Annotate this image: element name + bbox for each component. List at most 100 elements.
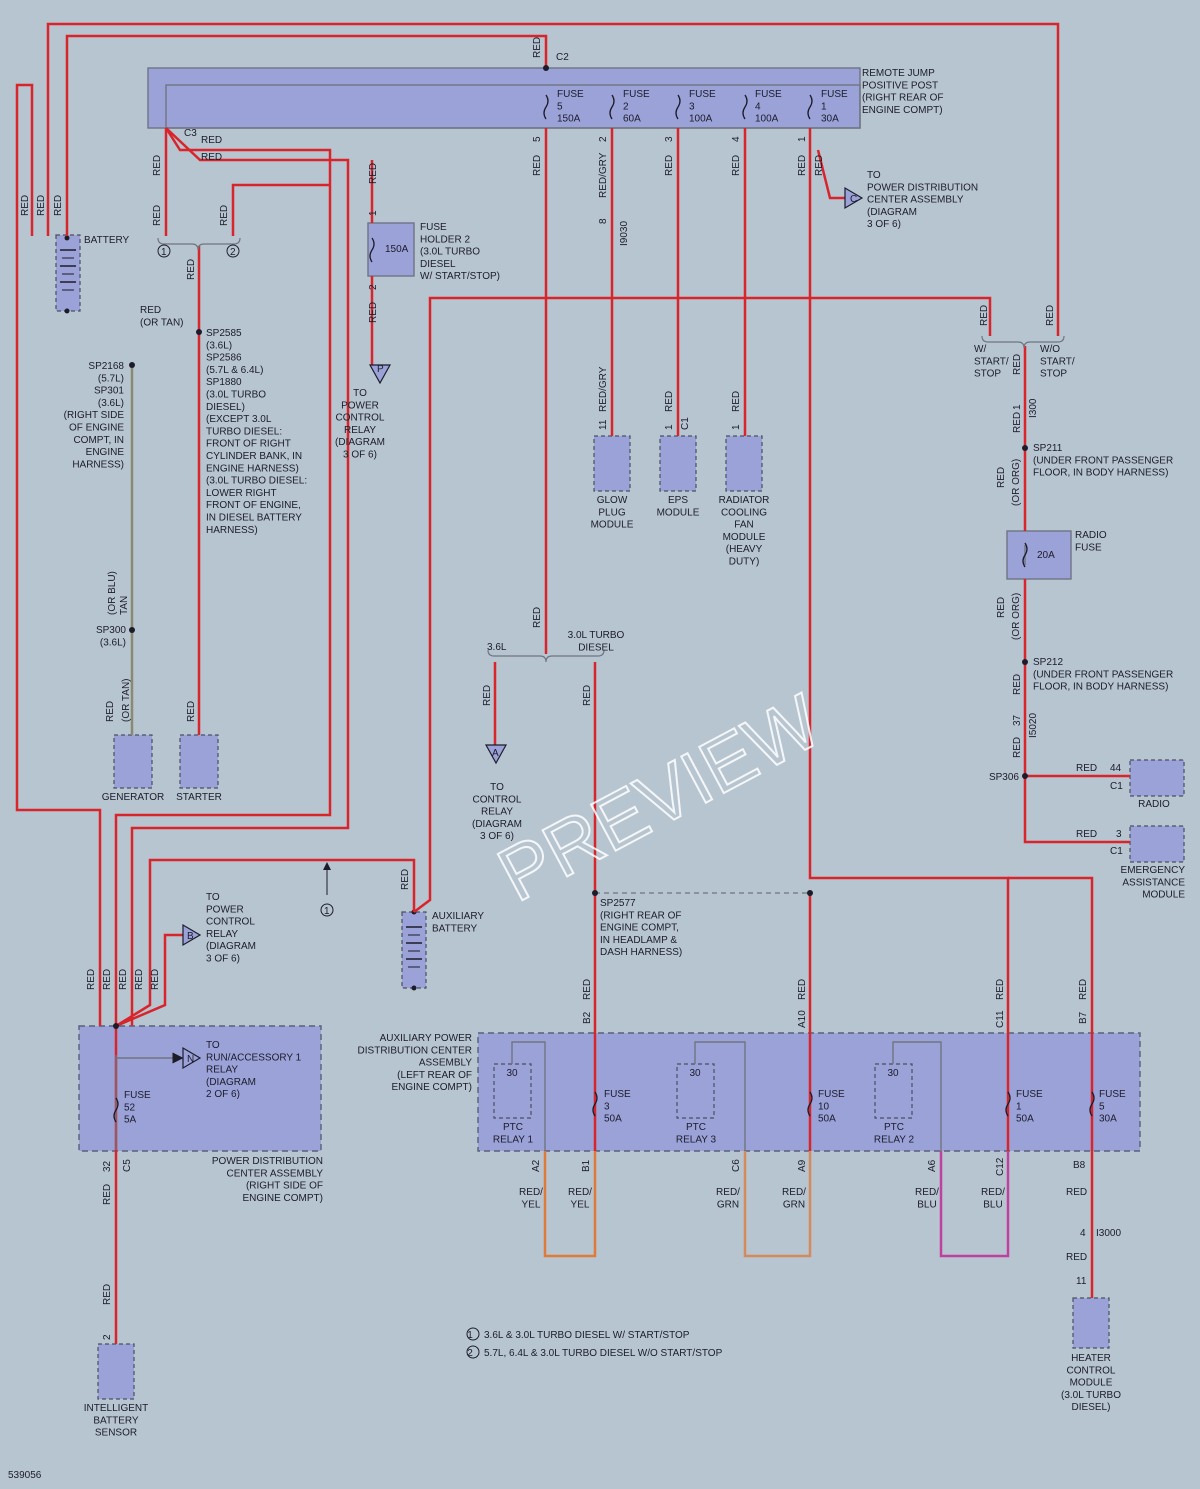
watermark: PREVIEW: [485, 678, 835, 918]
pin-label-26: C12: [995, 1157, 1006, 1176]
wire-red-yel-2: RED/YEL: [568, 1187, 592, 1210]
vl-glow: RED/GRY: [598, 366, 609, 412]
pin-label-22: B1: [581, 1159, 592, 1172]
ref-c: C: [850, 194, 857, 205]
vl-tan: TAN(OR BLU): [107, 571, 130, 615]
battery-icon: [55, 234, 81, 314]
pin-label-7: 8: [598, 218, 609, 224]
pin-label-6: 2: [368, 284, 379, 290]
vl-aux: RED: [400, 869, 411, 890]
c1-emergency: C1: [1110, 846, 1123, 857]
pin-label-24: A9: [797, 1159, 808, 1172]
wire-red-2: RED: [201, 152, 222, 163]
pin-label-4: 1: [797, 136, 808, 142]
pin-label-8: I9030: [619, 221, 630, 246]
vl-rad: RED: [731, 391, 742, 412]
pin-label-14: I300: [1028, 398, 1039, 418]
emergency-connector: [1129, 825, 1185, 863]
vl-p1: RED: [86, 969, 97, 990]
ptc-3-pin: 30: [689, 1068, 701, 1079]
ibs-connector: [97, 1343, 135, 1400]
radio-fuse-rating: 20A: [1037, 550, 1055, 561]
pin-b8: B8: [1073, 1160, 1086, 1171]
note-1-text: 3.6L & 3.0L TURBO DIESEL W/ START/STOP: [484, 1330, 690, 1341]
bracket-1-num: 1: [161, 247, 167, 258]
pin-label-13: 1: [1012, 404, 1023, 410]
wire-red-emergency: RED: [1076, 829, 1097, 840]
sp306-label: SP306: [989, 772, 1019, 783]
vl-f4: RED: [731, 155, 742, 176]
glow-plug-connector: [593, 435, 631, 492]
heater-connector: [1072, 1297, 1110, 1349]
vl-p3: RED: [118, 969, 129, 990]
vl-36: RED: [482, 685, 493, 706]
note-2-num: 2: [467, 1348, 473, 1359]
pin-label-2: 3: [664, 136, 675, 142]
branch-36-label: 3.6L: [487, 642, 507, 653]
wire-red-blu-2: RED/BLU: [981, 1187, 1005, 1210]
wire-red-grn-1: RED/GRN: [716, 1187, 740, 1210]
reference-triangles: [182, 186, 864, 1070]
vl-b7: RED: [1078, 979, 1089, 1000]
vl-wss: RED: [979, 305, 990, 326]
vl-bat-3: RED: [53, 195, 64, 216]
vl-f1: RED: [797, 155, 808, 176]
note-2-text: 5.7L, 6.4L & 3.0L TURBO DIESEL W/O START…: [484, 1348, 723, 1359]
diagram-id: 539056: [8, 1470, 42, 1481]
pin-label-9: 11: [598, 419, 609, 430]
vl-fh-top: RED: [368, 163, 379, 184]
vl-start: RED: [186, 701, 197, 722]
vl-mid: RED: [532, 607, 543, 628]
pin-label-16: I5020: [1028, 713, 1039, 738]
c3-label: C3: [184, 128, 197, 139]
pin-label-25: A6: [927, 1159, 938, 1172]
vl-gen2: (OR TAN): [121, 678, 132, 722]
vl-bat-2: RED: [36, 195, 47, 216]
pin-44: 44: [1110, 763, 1122, 774]
vl-a10: RED: [797, 979, 808, 1000]
vl-f5: RED: [532, 155, 543, 176]
vl-ibs1: RED: [102, 1184, 113, 1205]
sp2585-label: SP2585(3.6L)SP2586(5.7L & 6.4L)SP1880(3.…: [206, 328, 307, 536]
c1-radio: C1: [1110, 781, 1123, 792]
pin-label-10: 1: [664, 424, 675, 430]
wire-red-grn-2: RED/GRN: [782, 1187, 806, 1210]
pin-label-18: A10: [797, 1010, 808, 1028]
internal-wires: [115, 545, 1026, 1151]
vl-woss: RED: [1045, 305, 1056, 326]
vl-org1: RED: [996, 467, 1007, 488]
red-yel-wire: [543, 1151, 597, 1258]
pin-label-20: B7: [1078, 1011, 1089, 1024]
vl-sp2585: RED: [186, 259, 197, 280]
vl-c3-1: RED: [152, 155, 163, 176]
ptc-1-pin: 30: [506, 1068, 518, 1079]
pin-label-21: A2: [531, 1159, 542, 1172]
vl-p2: RED: [102, 969, 113, 990]
vl-org2b: (OR ORG): [1011, 593, 1022, 640]
pin-label-12: 1: [731, 424, 742, 430]
vertical-wire-labels: RED RED RED RED RED RED RED RED RED RED RED RED/GRY…: [20, 37, 1089, 1340]
vl-org1b: (OR ORG): [1011, 459, 1022, 506]
